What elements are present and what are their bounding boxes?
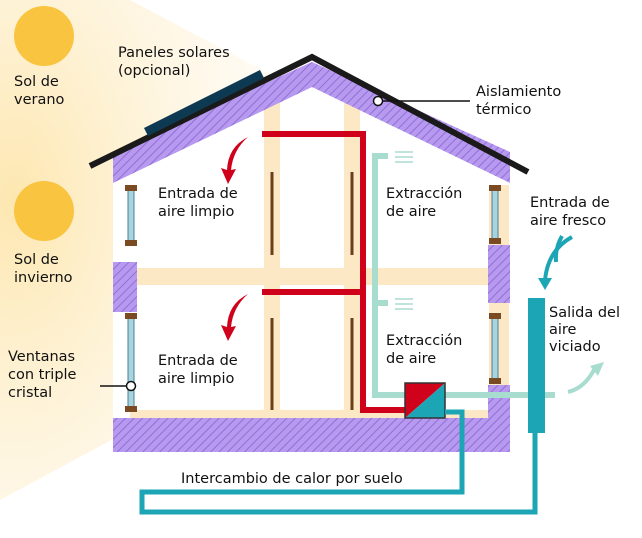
extraction-arrows-icon	[395, 151, 413, 310]
supply-arrow-icon	[221, 137, 248, 341]
wall-insulation-right	[488, 245, 510, 303]
supply-air-pipe	[262, 131, 408, 413]
floor-insulation	[113, 418, 510, 452]
floor-slab	[130, 268, 495, 285]
house-interior	[113, 86, 510, 420]
label-solar-panels: Paneles solares(opcional)	[118, 45, 230, 79]
fresh-air-arrow-icon	[543, 234, 574, 281]
summer-sun-icon	[14, 6, 74, 66]
winter-sun-icon	[14, 181, 74, 241]
solar-panel	[143, 69, 265, 137]
window-icon	[125, 185, 501, 412]
wall-insulation-left	[113, 262, 137, 312]
roof	[88, 53, 530, 175]
ground-heat-pipe	[139, 409, 538, 515]
label-ground-exchange: Intercambio de calor por suelo	[181, 471, 403, 487]
stale-air-arrow-icon	[567, 367, 597, 394]
outdoor-air-stack	[528, 298, 545, 433]
column-left	[264, 100, 280, 420]
column-right	[344, 100, 360, 420]
heat-exchanger	[404, 382, 446, 419]
